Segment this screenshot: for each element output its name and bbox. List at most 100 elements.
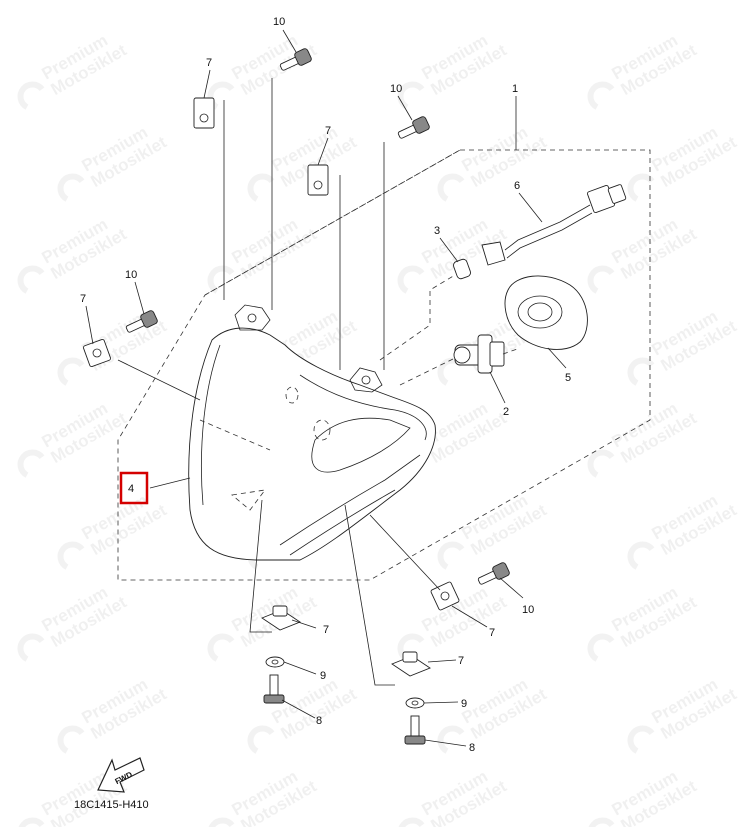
callout-7-top-mid: 7: [325, 125, 331, 137]
callout-10-top-left: 10: [273, 16, 285, 28]
callout-1: 1: [512, 83, 518, 95]
watermark-logo: [17, 633, 45, 662]
bolt-1: [263, 674, 285, 704]
watermark-logo: [397, 81, 425, 110]
watermark-logo: [587, 449, 615, 478]
callout-4: 4: [128, 483, 134, 495]
watermark-logo: [247, 173, 275, 202]
callout-9-right: 9: [461, 698, 467, 710]
callout-10-top-right: 10: [390, 83, 402, 95]
watermark-logo: [57, 357, 85, 386]
watermark-logo: [587, 81, 615, 110]
callout-9-left: 9: [320, 670, 326, 682]
screw-right: [477, 562, 510, 585]
nut-clip-5: [261, 605, 301, 631]
watermark-logo: [57, 541, 85, 570]
highlight-box: [119, 471, 149, 505]
watermark-logo: [437, 173, 465, 202]
screw-top-right: [397, 116, 430, 139]
watermark-logo: [207, 265, 235, 294]
watermark-logo: [17, 449, 45, 478]
callout-3: 3: [434, 225, 440, 237]
watermark-logo: [397, 817, 425, 827]
callout-8-left: 8: [316, 715, 322, 727]
nut-clip-2: [307, 164, 329, 196]
callout-6: 6: [514, 180, 520, 192]
nut-clip-6: [391, 651, 431, 677]
watermark-logo: [587, 817, 615, 827]
watermark-logo: [247, 725, 275, 754]
screw-top-left: [279, 48, 312, 71]
watermark-logo: [57, 173, 85, 202]
fwd-arrow-icon: FWD: [97, 757, 145, 793]
watermark-logo: [57, 725, 85, 754]
watermark-logo: [207, 817, 235, 827]
callout-7-left: 7: [80, 293, 86, 305]
washer-2: [405, 697, 425, 709]
watermark-logo: [627, 725, 655, 754]
callout-5: 5: [565, 372, 571, 384]
callout-10-right: 10: [522, 604, 534, 616]
watermark-logo: [17, 265, 45, 294]
watermark-logo: [437, 725, 465, 754]
watermark-logo: [397, 265, 425, 294]
watermark-logo: [587, 633, 615, 662]
nut-clip-1: [193, 97, 215, 129]
callout-7-right: 7: [489, 627, 495, 639]
position-bulb: [453, 258, 471, 280]
watermark-logo: [587, 265, 615, 294]
callout-7-top-left: 7: [206, 57, 212, 69]
drawing-code: 18C1415-H410: [74, 799, 149, 811]
callout-7-bottom-left: 7: [323, 624, 329, 636]
watermark-logo: [627, 357, 655, 386]
assembly-boundary-top: [204, 149, 461, 296]
watermark-logo: [437, 541, 465, 570]
bulb-cover: [504, 275, 588, 350]
watermark-logo: [627, 173, 655, 202]
callout-7-bottom-right: 7: [458, 655, 464, 667]
nut-clip-3: [83, 339, 111, 367]
washer-1: [265, 656, 285, 668]
watermark-logo: [17, 817, 45, 827]
leader-lines: [85, 29, 567, 747]
headlight-bulb: [453, 334, 505, 374]
callout-2: 2: [503, 406, 509, 418]
assembly-boundary: [117, 149, 651, 581]
callout-8-right: 8: [469, 742, 475, 754]
screw-left: [125, 310, 158, 333]
callout-10-left: 10: [125, 269, 137, 281]
socket-cord: [481, 184, 627, 266]
watermark-logo: [207, 633, 235, 662]
bolt-2: [404, 715, 426, 745]
nut-clip-4: [430, 581, 460, 611]
watermark-logo: [627, 541, 655, 570]
headlight-housing: [188, 304, 436, 561]
